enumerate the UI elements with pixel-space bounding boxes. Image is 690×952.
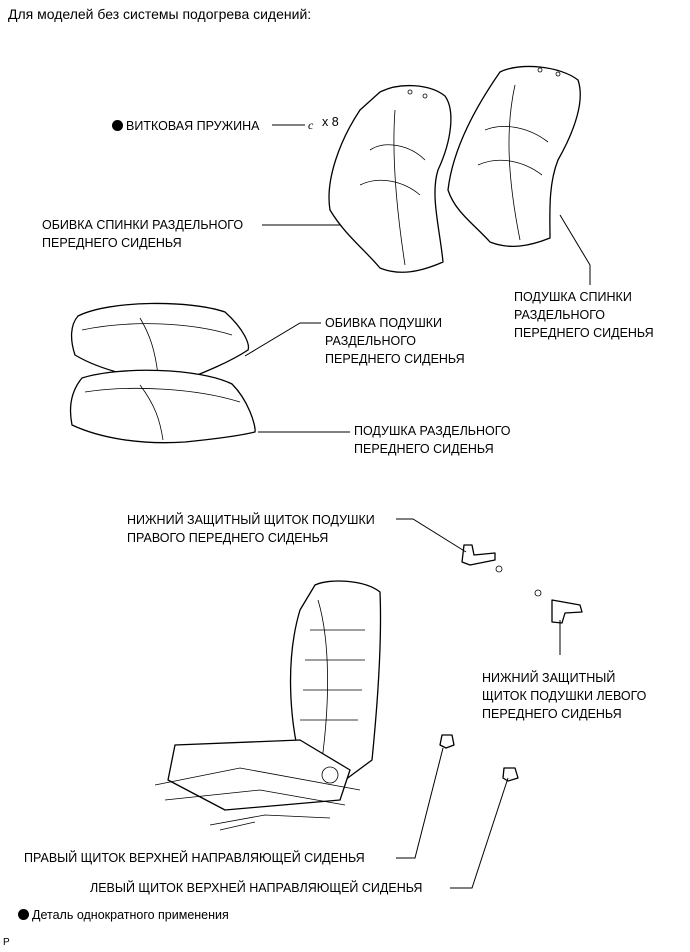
rail-cover-lh-label: ЛЕВЫЙ ЩИТОК ВЕРХНЕЙ НАПРАВЛЯЮЩЕЙ СИДЕНЬЯ (90, 881, 423, 895)
shield-lh-line-3: ПЕРЕДНЕГО СИДЕНЬЯ (482, 707, 622, 721)
seatback-cover-label: ОБИВКА СПИНКИ РАЗДЕЛЬНОГО ПЕРЕДНЕГО СИДЕ… (42, 216, 243, 252)
shield-lh-line-1: НИЖНИЙ ЗАЩИТНЫЙ (482, 671, 616, 685)
cushion-cover-illustration (70, 302, 250, 383)
shield-rh-label: НИЖНИЙ ЗАЩИТНЫЙ ЩИТОК ПОДУШКИ ПРАВОГО ПЕ… (127, 511, 375, 547)
cushion-pad-illustration (69, 369, 256, 444)
cushion-pad-label: ПОДУШКА РАЗДЕЛЬНОГО ПЕРЕДНЕГО СИДЕНЬЯ (354, 422, 511, 458)
coil-spring-qty: x 8 (322, 115, 339, 129)
seat-frame-illustration (154, 580, 382, 831)
cushion-cover-label: ОБИВКА ПОДУШКИ РАЗДЕЛЬНОГО ПЕРЕДНЕГО СИД… (325, 314, 465, 368)
seatback-pad-line-1: ПОДУШКА СПИНКИ (514, 290, 632, 304)
shield-rh-line-1: НИЖНИЙ ЗАЩИТНЫЙ ЩИТОК ПОДУШКИ (127, 513, 375, 527)
coil-spring-icon: c (308, 118, 314, 132)
legend-note: Деталь однократного применения (18, 908, 229, 922)
seatback-cover-illustration (328, 84, 452, 273)
seatback-pad-illustration (447, 65, 581, 248)
rail-cover-lh-illustration (502, 767, 519, 782)
shield-lh-illustration (534, 589, 583, 624)
cushion-cover-line-1: ОБИВКА ПОДУШКИ (325, 316, 443, 330)
shield-rh-illustration (461, 544, 503, 573)
cushion-pad-line-2: ПЕРЕДНЕГО СИДЕНЬЯ (354, 442, 494, 456)
seatback-pad-line-2: РАЗДЕЛЬНОГО (514, 308, 605, 322)
seatback-pad-label: ПОДУШКА СПИНКИ РАЗДЕЛЬНОГО ПЕРЕДНЕГО СИД… (514, 288, 654, 342)
shield-rh-line-2: ПРАВОГО ПЕРЕДНЕГО СИДЕНЬЯ (127, 531, 329, 545)
rail-cover-rh-illustration (439, 734, 455, 749)
seatback-cover-line-1: ОБИВКА СПИНКИ РАЗДЕЛЬНОГО (42, 218, 244, 232)
cushion-cover-line-3: ПЕРЕДНЕГО СИДЕНЬЯ (325, 352, 465, 366)
coil-spring-text: ВИТКОВАЯ ПРУЖИНА (126, 119, 260, 133)
rail-cover-rh-label: ПРАВЫЙ ЩИТОК ВЕРХНЕЙ НАПРАВЛЯЮЩЕЙ СИДЕНЬ… (24, 851, 365, 865)
one-time-use-legend-icon (18, 909, 29, 920)
shield-lh-label: НИЖНИЙ ЗАЩИТНЫЙ ЩИТОК ПОДУШКИ ЛЕВОГО ПЕР… (482, 669, 646, 723)
one-time-use-bullet-icon (112, 120, 123, 131)
coil-spring-label: ВИТКОВАЯ ПРУЖИНА (112, 117, 259, 135)
page-header: Для моделей без системы подогрева сидени… (8, 6, 312, 22)
seatback-pad-line-3: ПЕРЕДНЕГО СИДЕНЬЯ (514, 326, 654, 340)
cushion-cover-line-2: РАЗДЕЛЬНОГО (325, 334, 416, 348)
shield-lh-line-2: ЩИТОК ПОДУШКИ ЛЕВОГО (482, 689, 647, 703)
seatback-cover-line-2: ПЕРЕДНЕГО СИДЕНЬЯ (42, 236, 182, 250)
corner-mark: P (3, 937, 10, 948)
legend-text: Деталь однократного применения (32, 908, 229, 922)
cushion-pad-line-1: ПОДУШКА РАЗДЕЛЬНОГО (354, 424, 511, 438)
